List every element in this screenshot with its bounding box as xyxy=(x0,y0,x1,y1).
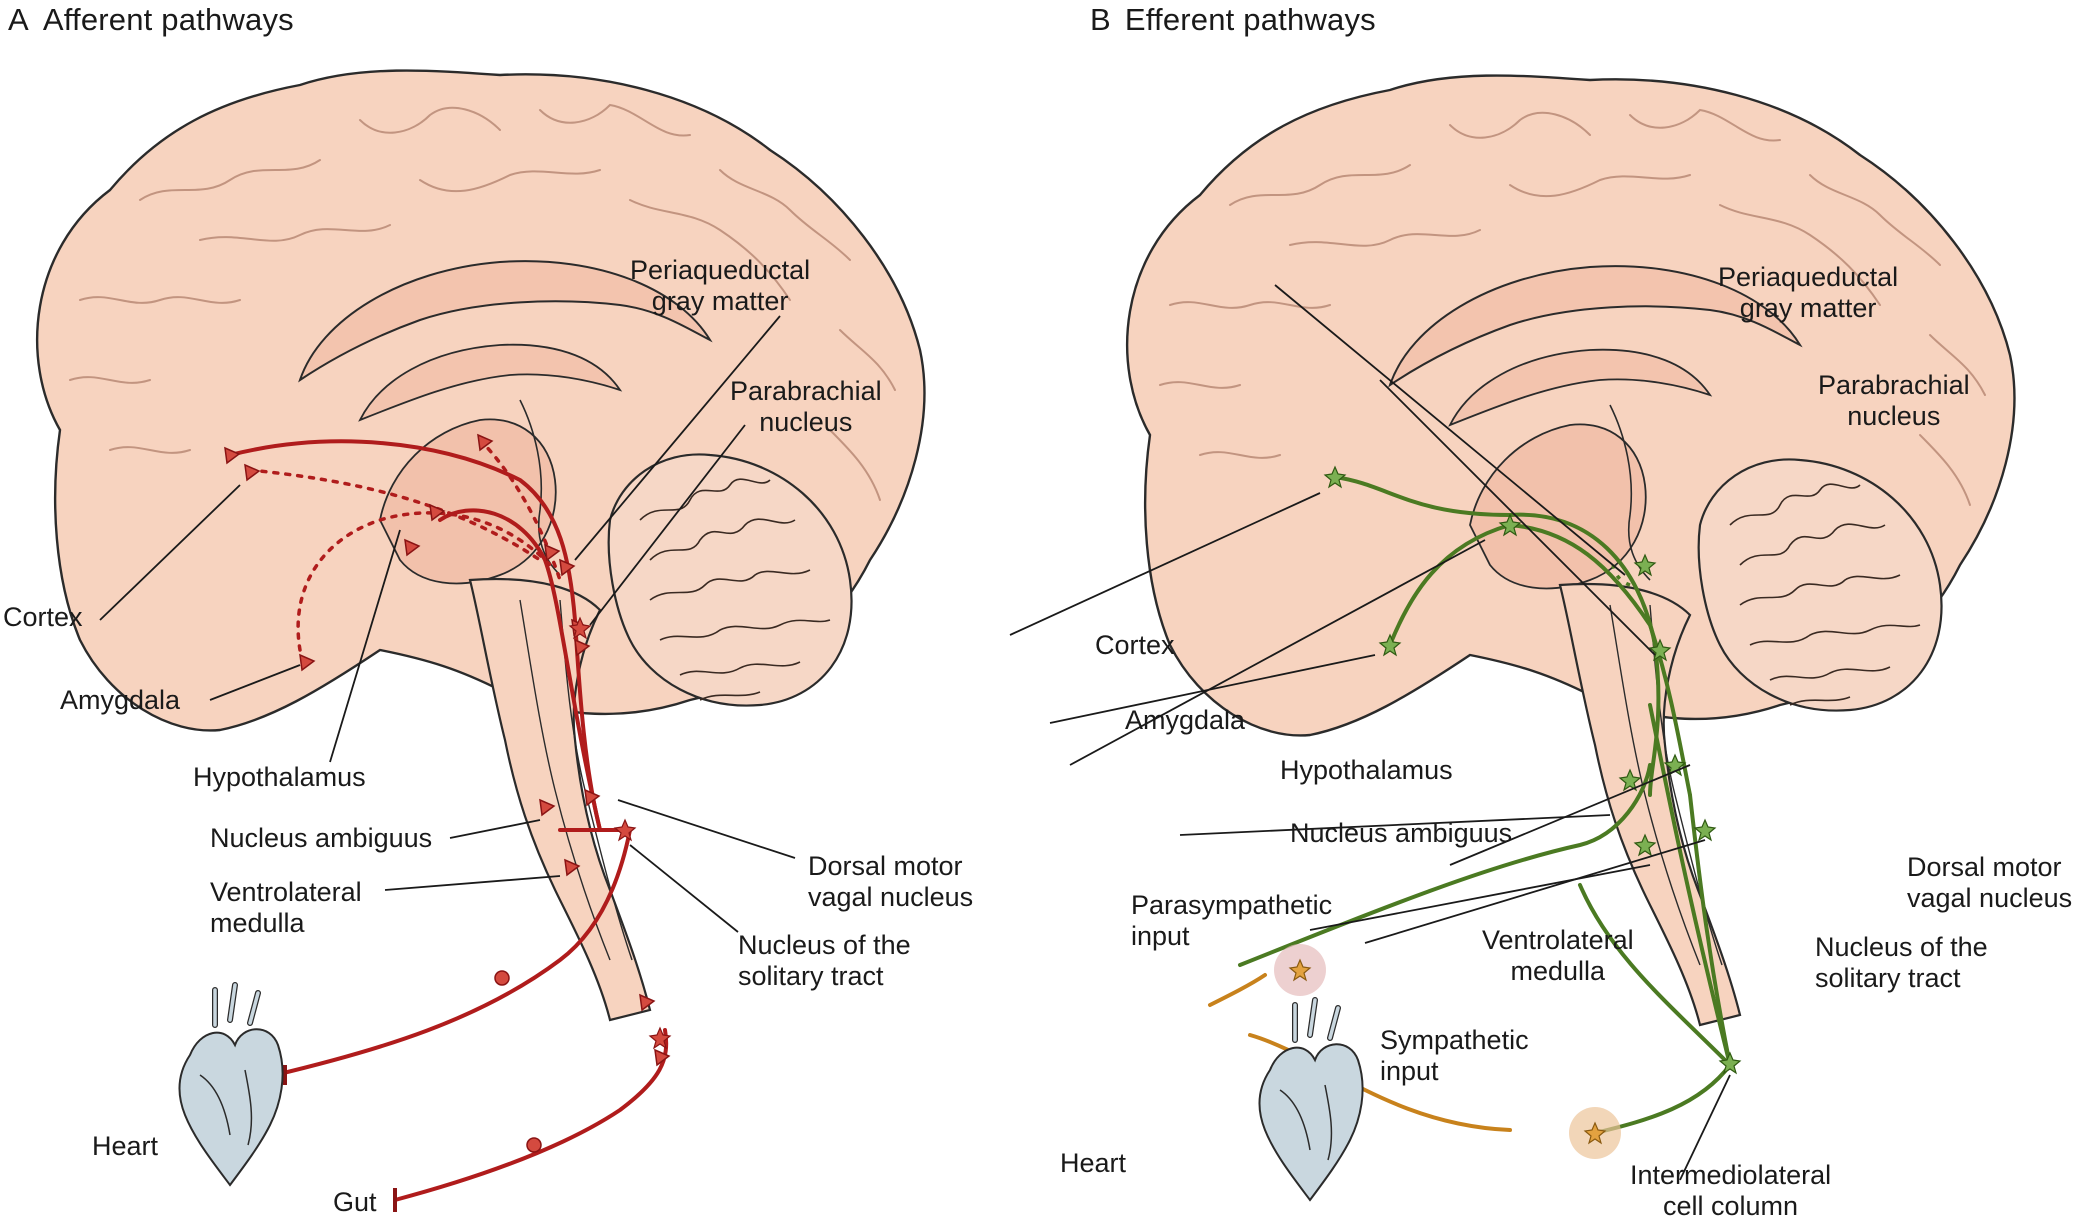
panel-a-label-solitary: Nucleus of the solitary tract xyxy=(738,930,911,991)
panel-a-label-dorsal-motor: Dorsal motor vagal nucleus xyxy=(808,851,974,912)
panel-b-title-text: Efferent pathways xyxy=(1124,2,1376,37)
panel-b-label-solitary: Nucleus of the solitary tract xyxy=(1815,932,1988,993)
panel-a-leader-lines xyxy=(99,315,796,933)
panel-a-title-text: Afferent pathways xyxy=(42,2,294,37)
panel-a-label-cortex: Cortex xyxy=(3,602,83,632)
panel-b-label-nucleus-ambiguus: Nucleus ambiguus xyxy=(1290,818,1513,848)
panel-a-label-parabrachial: Parabrachial nucleus xyxy=(730,376,882,437)
panel-a-brain xyxy=(35,69,926,1022)
panel-a-title: A Afferent pathways xyxy=(8,2,294,38)
panel-b-label-ventrolateral: Ventrolateral medulla xyxy=(1482,925,1634,986)
panel-b-label-sympathetic: Sympathetic input xyxy=(1380,1025,1529,1086)
panel-b-label-periaqueductal: Periaqueductal gray matter xyxy=(1718,262,1899,323)
panel-a-terminals xyxy=(224,433,671,1153)
panel-a-letter: A xyxy=(8,2,29,37)
panel-b-label-dorsal-motor: Dorsal motor vagal nucleus xyxy=(1907,852,2073,913)
panel-a-illustration xyxy=(35,69,926,1212)
panel-b-leader-lines xyxy=(1009,284,1731,1181)
panel-b-letter: B xyxy=(1090,2,1111,37)
panel-b-efferent-dotted xyxy=(1611,554,1631,587)
panel-b-heart xyxy=(1260,1000,1363,1200)
panel-b-label-parabrachial: Parabrachial nucleus xyxy=(1818,370,1970,431)
panel-b-illustration xyxy=(1009,74,2016,1200)
panel-b-label-cortex: Cortex xyxy=(1095,630,1175,660)
panel-a-label-ventrolateral: Ventrolateral medulla xyxy=(210,877,362,938)
panel-b-label-hypothalamus: Hypothalamus xyxy=(1280,755,1453,785)
panel-a-receptors xyxy=(283,1065,397,1212)
panel-a-label-nucleus-ambiguus: Nucleus ambiguus xyxy=(210,823,433,853)
panel-b-title: B Efferent pathways xyxy=(1090,2,1376,38)
panel-a-label-gut: Gut xyxy=(333,1187,377,1217)
panel-a-label-hypothalamus: Hypothalamus xyxy=(193,762,366,792)
panel-b-label-intermediolateral: Intermediolateral cell column xyxy=(1630,1160,1832,1221)
panel-a-label-heart: Heart xyxy=(92,1131,159,1161)
panel-a-label-amygdala: Amygdala xyxy=(60,685,181,715)
panel-b-label-amygdala: Amygdala xyxy=(1125,705,1246,735)
panel-a-heart xyxy=(180,985,283,1185)
panel-a-afferent-dotted xyxy=(248,438,562,652)
panel-b-brain xyxy=(1125,74,2016,1027)
panel-b-label-heart: Heart xyxy=(1060,1148,1127,1178)
panel-b-label-parasympathetic: Parasympathetic input xyxy=(1131,890,1333,951)
panel-a-label-periaqueductal: Periaqueductal gray matter xyxy=(630,255,811,316)
